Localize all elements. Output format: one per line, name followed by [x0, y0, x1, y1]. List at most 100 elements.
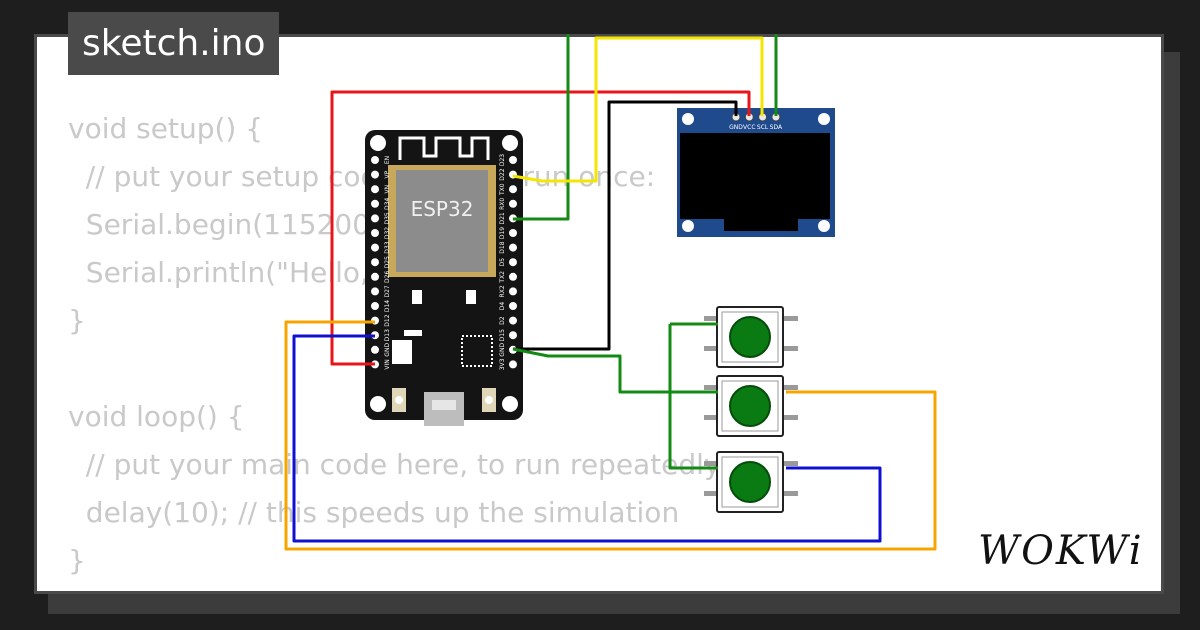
mount-hole [818, 220, 830, 232]
esp32-pin[interactable] [371, 302, 379, 310]
right-pin-header: D23D22TX0RX0D21D19D18D5TX2RX2D4D2D15GND3… [499, 154, 517, 370]
wokwi-logo: WOKWi [978, 528, 1144, 574]
esp32-pin-label: RX2 [499, 285, 506, 297]
wire-d13-to-button [292, 334, 882, 543]
esp32-pin[interactable] [509, 185, 517, 194]
oled-pin-label: GND [729, 124, 743, 131]
button-cap[interactable] [729, 461, 771, 503]
esp32-pin[interactable] [509, 302, 517, 310]
mount-hole [818, 113, 830, 125]
esp32-pin[interactable] [371, 229, 379, 237]
mount-hole [682, 220, 694, 232]
esp32-pin[interactable] [509, 316, 517, 325]
button-cap[interactable] [729, 385, 771, 427]
esp32-pin-label: D5 [499, 258, 506, 267]
code-line: Serial.begin(115200); [68, 208, 391, 241]
esp32-pin-label: VIN [384, 359, 391, 369]
wire-gnd-to-oled [513, 100, 738, 351]
esp32-pin-label: D27 [384, 285, 391, 297]
wire-vin-to-vcc [330, 90, 751, 366]
esp32-pin-label: D21 [499, 212, 506, 224]
esp32-pin-label: D12 [384, 314, 391, 326]
pushbutton[interactable] [704, 451, 798, 513]
sketch-filename: sketch.ino [68, 12, 280, 75]
esp32-pin[interactable] [509, 272, 517, 281]
esp32-pin[interactable] [509, 287, 517, 296]
esp32-pin[interactable] [509, 199, 517, 208]
esp32-pin-label: D23 [499, 154, 506, 166]
esp32-pin-label: TX2 [499, 271, 506, 284]
button-lead [784, 346, 798, 351]
button-frame [721, 380, 779, 432]
boot-button-cap [395, 396, 403, 404]
oled-pin-label: VCC [743, 124, 755, 131]
esp32-pin[interactable] [509, 258, 517, 267]
esp32-pin[interactable] [509, 229, 517, 237]
pushbutton-group [704, 306, 798, 513]
esp32-pin-label: D33 [384, 241, 391, 253]
smd-part [412, 290, 422, 304]
esp32-board[interactable]: ESP32 ENVPVND34D35D32D33D25D26D27D14D12D… [365, 130, 523, 426]
esp32-pin[interactable] [371, 272, 379, 281]
mount-hole [370, 135, 386, 151]
esp32-pin-label: D25 [384, 256, 391, 268]
esp32-pin[interactable] [371, 199, 379, 208]
left-pin-header: ENVPVND34D35D32D33D25D26D27D14D12D13GNDV… [371, 156, 391, 370]
button-lead [704, 415, 718, 420]
wire-button-gnd-bus [668, 324, 718, 470]
button-cap[interactable] [729, 316, 771, 358]
button-lead [784, 415, 798, 420]
oled-flex [724, 219, 798, 231]
esp32-pin[interactable] [509, 156, 517, 164]
esp32-pin[interactable] [371, 345, 379, 354]
esp32-pin-label: D4 [499, 302, 506, 311]
smd-part [466, 290, 476, 304]
esp32-pin[interactable] [371, 185, 379, 194]
esp32-pin-label: RX0 [499, 198, 506, 210]
button-frame [721, 456, 779, 508]
esp32-pin-label: D22 [499, 168, 506, 180]
esp32-pin-label: D19 [499, 227, 506, 239]
code-line: // put your main code here, to run repea… [68, 448, 728, 481]
mount-hole [502, 135, 518, 151]
esp32-pin[interactable] [371, 170, 379, 179]
reset-button-cap [485, 396, 493, 404]
button-lead [704, 491, 718, 496]
wire-d21-to-sda [513, 34, 570, 221]
usb-chip [461, 335, 493, 367]
esp32-pin-label: GND [384, 343, 391, 357]
esp32-pin[interactable] [371, 214, 379, 223]
pushbutton[interactable] [704, 375, 798, 437]
wire-d12-to-button [284, 320, 937, 551]
esp32-pin[interactable] [371, 287, 379, 296]
button-lead [704, 316, 718, 321]
esp32-pin-label: VP [384, 170, 391, 178]
button-lead [784, 461, 798, 466]
esp32-pin-label: EN [384, 156, 391, 164]
esp32-pin-label: D15 [499, 329, 506, 341]
esp32-pin-label: TX0 [499, 183, 506, 196]
micro-usb-port [432, 400, 456, 410]
antenna-trace [398, 136, 490, 160]
pushbutton[interactable] [704, 306, 798, 368]
esp32-pin-label: VN [384, 185, 391, 194]
wire-d22-to-scl [512, 36, 764, 183]
button-frame [721, 311, 779, 363]
esp32-pin-label: D32 [384, 227, 391, 239]
esp32-pin[interactable] [371, 258, 379, 267]
mount-hole [370, 396, 386, 412]
esp32-pin[interactable] [509, 331, 517, 340]
esp32-pin[interactable] [371, 243, 379, 252]
regulator-tab [404, 330, 422, 336]
esp32-pin[interactable] [509, 243, 517, 252]
esp32-pin[interactable] [371, 156, 379, 164]
esp32-pin-label: D2 [499, 316, 506, 325]
esp32-pin[interactable] [509, 360, 517, 369]
code-line: } [68, 544, 86, 577]
mount-hole [682, 113, 694, 125]
oled-pin-label: SCL [757, 124, 769, 131]
code-line: delay(10); // this speeds up the simulat… [68, 496, 680, 529]
esp32-pin-label: D26 [384, 270, 391, 282]
